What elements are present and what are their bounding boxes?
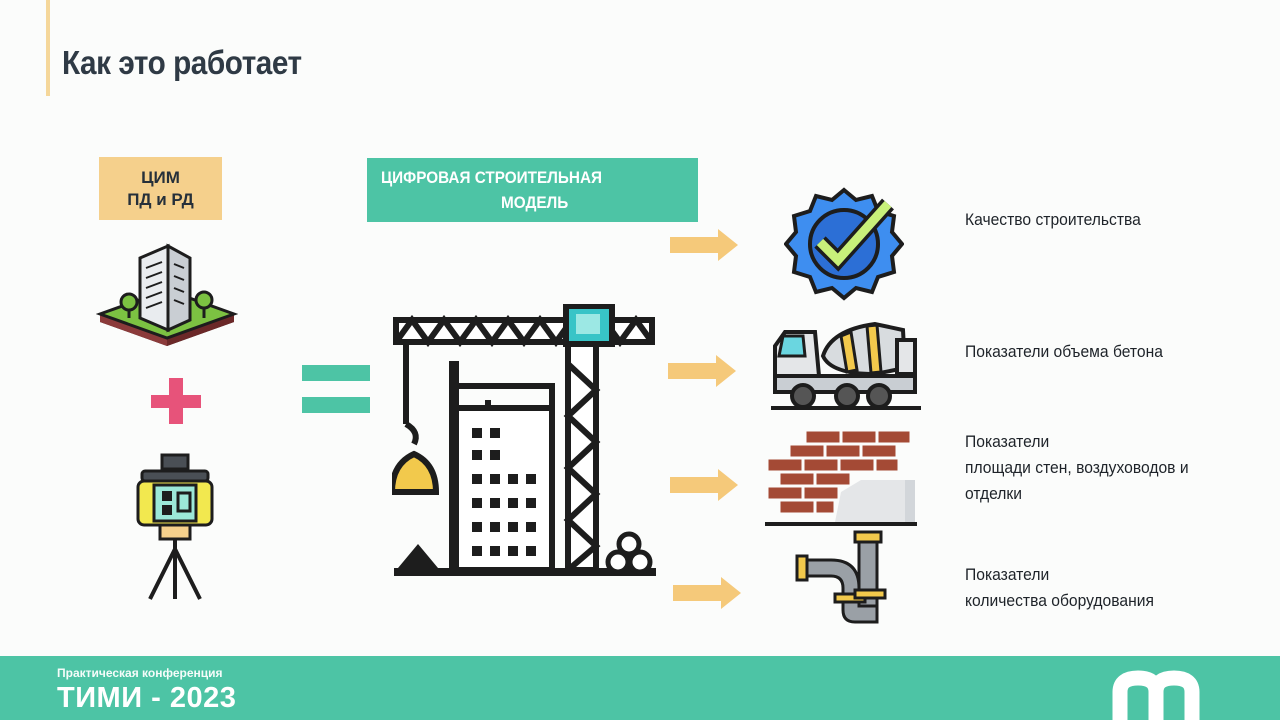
footer-band: Практическая конференция ТИМИ - 2023 — [0, 656, 1280, 720]
result-label-quality: Качество строительства — [965, 210, 1141, 229]
result-label-concrete: Показатели объема бетона — [965, 342, 1163, 361]
arrow-right-icon — [670, 469, 738, 501]
quality-check-badge-icon — [784, 187, 904, 301]
cim-label-line2: ПД и РД — [127, 189, 194, 209]
digital-model-label-box: ЦИФРОВАЯ СТРОИТЕЛЬНАЯ МОДЕЛЬ — [367, 158, 698, 222]
laser-scanner-icon — [136, 453, 214, 600]
construction-crane-icon — [392, 304, 656, 576]
equals-icon — [302, 365, 370, 413]
digital-model-label-line1: ЦИФРОВАЯ СТРОИТЕЛЬНАЯ — [381, 168, 603, 187]
footer-title: ТИМИ - 2023 — [57, 682, 237, 714]
concrete-mixer-truck-icon — [771, 321, 921, 410]
arrow-right-icon — [668, 355, 736, 387]
brick-wall-icon — [765, 430, 917, 526]
building-model-icon — [96, 243, 238, 346]
cim-label-line1: ЦИМ — [141, 167, 180, 187]
arrow-right-icon — [670, 229, 738, 261]
footer-subtitle: Практическая конференция — [57, 666, 223, 680]
cim-label-box: ЦИМ ПД и РД — [99, 157, 222, 220]
brand-logo-icon — [1112, 670, 1200, 720]
result-label-equipment: Показатели количества оборудования — [965, 565, 1154, 610]
title-accent-bar — [46, 0, 50, 96]
plus-icon — [151, 378, 201, 424]
arrow-right-icon — [673, 577, 741, 609]
page-title: Как это работает — [62, 44, 302, 81]
result-label-walls: Показатели площади стен, воздуховодов и … — [965, 432, 1189, 503]
pipe-fitting-icon — [795, 530, 887, 624]
digital-model-label-line2: МОДЕЛЬ — [501, 193, 569, 212]
